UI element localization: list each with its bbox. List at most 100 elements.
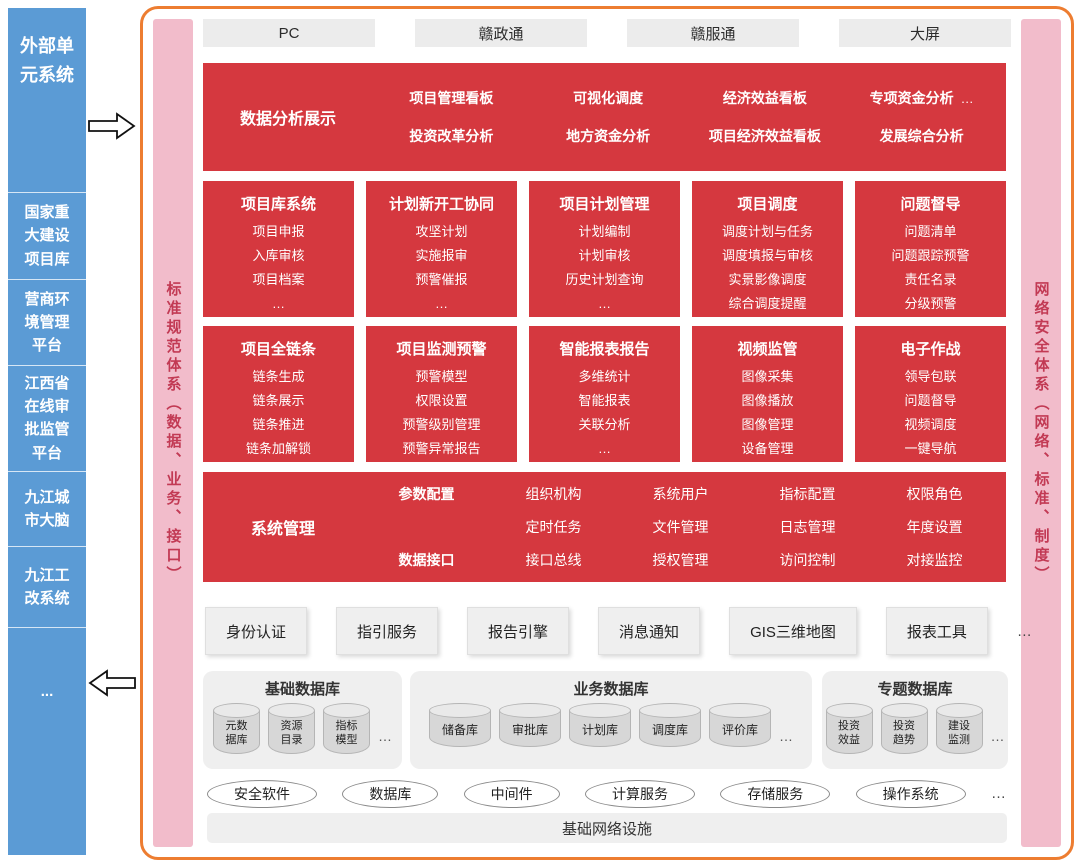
system-cell: 授权管理 xyxy=(652,552,709,568)
ellipsis: … xyxy=(378,728,392,744)
security-pillar-label: 网络安全体系（网络、标准、制度） xyxy=(1032,281,1050,585)
module-item: 问题跟踪预警 xyxy=(891,248,970,263)
module-item: 实施报审 xyxy=(415,248,468,263)
module-card: 项目调度调度计划与任务调度填报与审核实景影像调度综合调度提醒 xyxy=(692,181,843,317)
analysis-item-label: 专项资金分析 xyxy=(869,90,954,106)
arrow-left-icon xyxy=(88,669,136,697)
platform-pill: 中间件 xyxy=(463,779,560,808)
database-name: 投资效益 xyxy=(837,720,860,746)
system-cell: 年度设置 xyxy=(906,519,963,535)
analysis-grid: 项目管理看板可视化调度经济效益看板专项资金分析…投资改革分析地方资金分析项目经济… xyxy=(373,63,1006,171)
system-cell: 访问控制 xyxy=(779,552,836,568)
database-cylinder-icon: 评价库 xyxy=(709,703,771,747)
module-item: 项目档案 xyxy=(252,272,305,287)
platform-row: 安全软件数据库中间件计算服务存储服务操作系统… xyxy=(207,779,1007,808)
module-title: 项目库系统 xyxy=(240,196,316,213)
channel-tab: 赣服通 xyxy=(627,19,799,47)
module-item: 图像采集 xyxy=(741,369,794,384)
module-item: 链条生成 xyxy=(252,369,305,384)
external-systems-panel: 外部单元系统 国家重大建设项目库营商环境管理平台江西省在线审批监管平台九江城市大… xyxy=(8,8,86,855)
module-item-list: 调度计划与任务调度填报与审核实景影像调度综合调度提醒 xyxy=(722,220,813,316)
module-item-list: 问题清单问题跟踪预警责任名录分级预警 xyxy=(891,220,969,316)
module-item: 入库审核 xyxy=(252,248,305,263)
module-title: 项目监测预警 xyxy=(396,341,487,358)
module-title: 智能报表报告 xyxy=(559,341,650,358)
module-item: 问题督导 xyxy=(904,393,957,408)
analysis-item: 专项资金分析… xyxy=(843,88,1000,108)
platform-pill: 存储服务 xyxy=(720,779,831,808)
module-item: 责任名录 xyxy=(904,272,957,287)
database-group-title: 基础数据库 xyxy=(264,681,340,698)
module-item-list: 攻坚计划实施报审预警催报… xyxy=(415,220,467,316)
analysis-item-label: 经济效益看板 xyxy=(722,90,807,106)
external-system-item: 江西省在线审批监管平台 xyxy=(8,364,86,471)
database-name: 评价库 xyxy=(721,722,758,737)
module-item: 实景影像调度 xyxy=(728,272,807,287)
databases-section: 基础数据库元数据库资源目录指标模型…业务数据库储备库审批库计划库调度库评价库…专… xyxy=(203,671,1011,769)
database-cylinder-icon: 元数据库 xyxy=(213,703,260,754)
module-card: 项目监测预警预警模型权限设置预警级别管理预警异常报告 xyxy=(366,326,517,462)
module-item: 设备管理 xyxy=(741,441,794,456)
database-cylinder-row: 投资效益投资趋势建设监测… xyxy=(825,702,1005,754)
ellipsis: … xyxy=(779,728,793,744)
database-group-title: 业务数据库 xyxy=(573,681,649,698)
analysis-item-label: 可视化调度 xyxy=(573,90,644,106)
database-cylinder-row: 储备库审批库计划库调度库评价库… xyxy=(429,702,793,747)
system-management-title: 系统管理 xyxy=(250,521,315,538)
module-title: 项目全链条 xyxy=(240,341,316,358)
system-cell: 对接监控 xyxy=(906,552,963,568)
database-cylinder-icon: 指标模型 xyxy=(323,703,370,754)
database-name: 指标模型 xyxy=(335,720,358,746)
analysis-item: 可视化调度 xyxy=(530,88,687,108)
analysis-item: 项目经济效益看板 xyxy=(687,126,844,146)
database-group-title: 专题数据库 xyxy=(877,681,953,698)
database-name: 投资趋势 xyxy=(892,720,915,746)
module-item: 预警异常报告 xyxy=(402,441,481,456)
ellipsis: … xyxy=(990,785,1007,802)
module-card: 项目库系统项目申报入库审核项目档案… xyxy=(203,181,354,317)
external-system-item: ... xyxy=(8,626,86,856)
external-systems-list: 国家重大建设项目库营商环境管理平台江西省在线审批监管平台九江城市大脑九江工改系统… xyxy=(8,192,86,855)
service-box: 消息通知 xyxy=(598,607,701,655)
module-item-list: 预警模型权限设置预警级别管理预警异常报告 xyxy=(402,365,480,461)
module-item: 项目申报 xyxy=(252,224,305,239)
system-cell: 文件管理 xyxy=(652,519,709,535)
system-cell: 指标配置 xyxy=(779,486,836,502)
module-card: 项目全链条链条生成链条展示链条推进链条加解锁 xyxy=(203,326,354,462)
module-item: 攻坚计划 xyxy=(415,224,468,239)
analysis-item: 投资改革分析 xyxy=(373,126,530,146)
system-cell: 接口总线 xyxy=(525,552,582,568)
external-system-item: 营商环境管理平台 xyxy=(8,279,86,365)
database-group: 业务数据库储备库审批库计划库调度库评价库… xyxy=(410,671,812,769)
channel-tab: PC xyxy=(203,19,375,47)
database-name: 元数据库 xyxy=(225,720,248,746)
module-title: 电子作战 xyxy=(900,341,961,358)
database-name: 审批库 xyxy=(511,722,548,737)
module-item: 权限设置 xyxy=(415,393,468,408)
analysis-title: 数据分析展示 xyxy=(239,111,336,128)
analysis-item-label: 发展综合分析 xyxy=(879,128,964,144)
module-card: 项目计划管理计划编制计划审核历史计划查询… xyxy=(529,181,680,317)
module-item-list: 领导包联问题督导视频调度一键导航 xyxy=(904,365,956,461)
standards-pillar: 标准规范体系（数据、业务、接口） xyxy=(153,19,193,847)
module-item: 智能报表 xyxy=(578,393,631,408)
security-pillar: 网络安全体系（网络、标准、制度） xyxy=(1021,19,1061,847)
module-item: 领导包联 xyxy=(904,369,957,384)
module-item: … xyxy=(597,296,611,311)
system-cell: 组织机构 xyxy=(525,486,582,502)
platform-pill: 安全软件 xyxy=(207,779,317,808)
external-system-item: 九江工改系统 xyxy=(8,546,86,626)
analysis-item-label: 项目管理看板 xyxy=(409,90,494,106)
database-group: 基础数据库元数据库资源目录指标模型… xyxy=(203,671,402,769)
module-item: 一键导航 xyxy=(904,441,957,456)
system-cell: 参数配置 xyxy=(398,486,455,502)
system-cell: 定时任务 xyxy=(525,519,582,535)
analysis-item: 项目管理看板 xyxy=(373,88,530,108)
analysis-item: 经济效益看板 xyxy=(687,88,844,108)
module-item: 链条展示 xyxy=(252,393,305,408)
module-card: 电子作战领导包联问题督导视频调度一键导航 xyxy=(855,326,1006,462)
